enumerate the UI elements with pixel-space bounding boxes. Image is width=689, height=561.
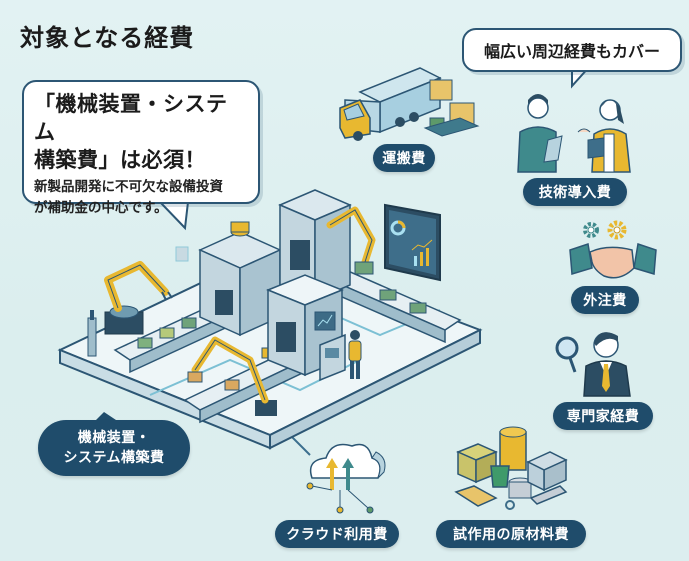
consultation-icon [517,94,631,173]
central-expense-label: 機械装置・ システム構築費 [38,420,190,476]
main-callout-body-line1: 新製品開発に不可欠な設備投資 [34,179,223,195]
main-callout-headline-line2: 構築費」は必須！ [34,148,206,172]
expense-label-transport: 運搬費 [373,144,435,172]
central-label-line2: システム構築費 [63,450,165,466]
expense-label-technology: 技術導入費 [523,178,627,206]
handshake-icon [569,220,657,279]
materials-icon [454,426,568,510]
expense-label-outsourcing: 外注費 [571,286,639,314]
expense-label-expert: 専門家経費 [553,402,653,430]
central-label-tail [96,412,116,420]
expert-icon [555,332,631,397]
cloud-icon [306,443,386,514]
factory-illustration [57,189,483,450]
page-title: 対象となる経費 [20,24,195,52]
side-callout: 幅広い周辺経費もカバー [462,28,682,72]
expense-label-materials: 試作用の原材料費 [436,520,586,548]
side-callout-text: 幅広い周辺経費もカバー [483,42,660,61]
main-callout-body-line2: が補助金の中心です。 [34,200,168,216]
truck-icon [339,67,480,141]
main-callout-headline-line1: 「機械装置・システム [34,92,228,144]
main-callout: 「機械装置・システム 構築費」は必須！ 新製品開発に不可欠な設備投資 が補助金の… [22,80,260,216]
expense-label-cloud: クラウド利用費 [275,520,399,548]
central-label-line1: 機械装置・ [77,430,151,446]
